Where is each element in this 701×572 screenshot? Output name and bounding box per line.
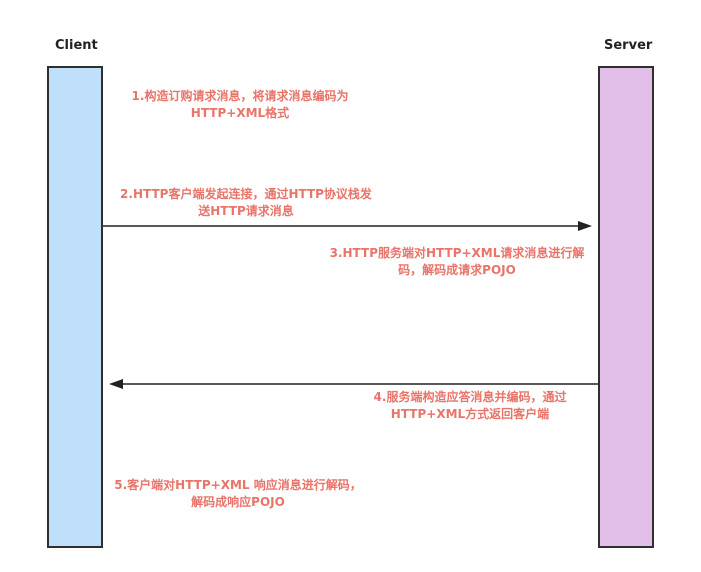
step-3-line-1: 3.HTTP服务端对HTTP+XML请求消息进行解 <box>329 246 585 260</box>
step-2-line-1: 2.HTTP客户端发起连接，通过HTTP协议栈发 <box>120 187 372 201</box>
server-label: Server <box>604 38 653 53</box>
step-4-line-1: 4.服务端构造应答消息并编码，通过 <box>373 390 567 404</box>
step-2-note: 2.HTTP客户端发起连接，通过HTTP协议栈发 送HTTP请求消息 <box>96 186 396 220</box>
step-4-note: 4.服务端构造应答消息并编码，通过 HTTP+XML方式返回客户端 <box>350 389 590 423</box>
request-arrow <box>103 221 592 231</box>
step-5-line-2: 解码成响应POJO <box>191 495 285 509</box>
step-1-line-1: 1.构造订购请求消息，将请求消息编码为 <box>131 89 349 103</box>
response-arrow <box>109 379 598 389</box>
step-5-note: 5.客户端对HTTP+XML 响应消息进行解码， 解码成响应POJO <box>100 477 376 511</box>
server-lifeline <box>598 66 654 548</box>
step-2-line-2: 送HTTP请求消息 <box>198 204 294 218</box>
client-lifeline <box>47 66 103 548</box>
step-5-line-1: 5.客户端对HTTP+XML 响应消息进行解码， <box>114 478 362 492</box>
step-3-line-2: 码，解码成请求POJO <box>398 263 516 277</box>
step-1-note: 1.构造订购请求消息，将请求消息编码为 HTTP+XML格式 <box>104 88 376 122</box>
step-1-line-2: HTTP+XML格式 <box>190 106 290 120</box>
step-3-note: 3.HTTP服务端对HTTP+XML请求消息进行解 码，解码成请求POJO <box>312 245 602 279</box>
client-label: Client <box>55 38 98 53</box>
step-4-line-2: HTTP+XML方式返回客户端 <box>390 407 550 421</box>
